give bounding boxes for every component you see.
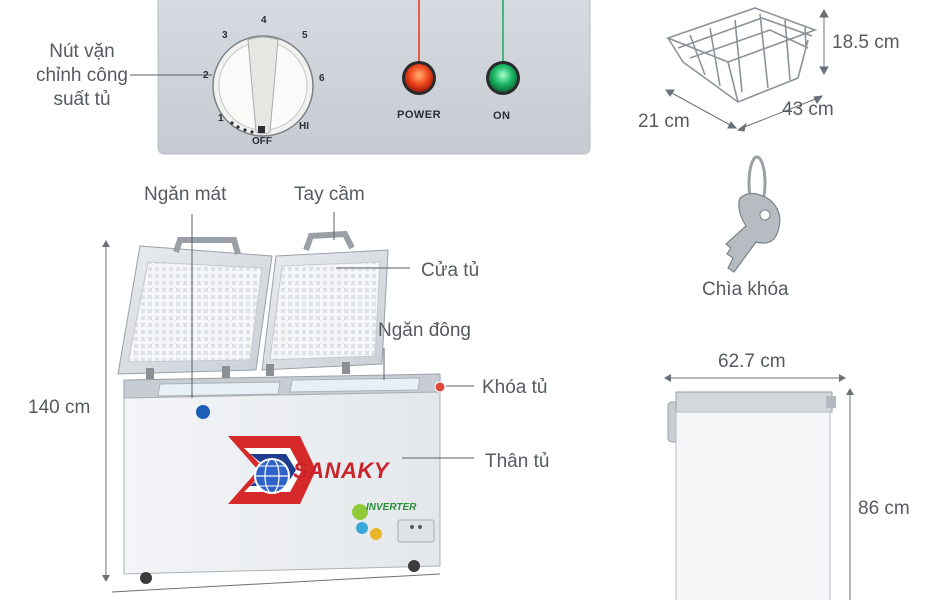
dial-number-1: 1 — [218, 113, 224, 124]
key-icon — [725, 155, 781, 273]
basket-depth-label: 21 cm — [638, 111, 690, 132]
dial-off-label: OFF — [252, 136, 272, 147]
basket-dimension-lines — [665, 8, 829, 132]
basket-height-label: 18.5 cm — [832, 32, 900, 53]
side-view-freezer — [664, 374, 854, 600]
handle-label: Tay cầm — [294, 184, 365, 205]
brand-logo-text: SANAKY — [293, 458, 389, 483]
dial-label: Nút vặn chỉnh công suất tủ — [36, 41, 128, 110]
dial-number-6: 6 — [319, 73, 325, 84]
control-panel — [130, 0, 591, 155]
on-light — [489, 64, 517, 92]
dial-hi-label: HI — [299, 121, 309, 132]
chest-freezer — [102, 212, 474, 593]
door-label: Cửa tủ — [421, 260, 480, 281]
dial-number-5: 5 — [302, 30, 308, 41]
cool-compartment-label: Ngăn mát — [144, 184, 227, 205]
inverter-badge: INVERTER — [366, 502, 417, 513]
dial-number-3: 3 — [222, 30, 228, 41]
body-label: Thân tủ — [485, 451, 550, 472]
lock-label: Khóa tủ — [482, 377, 548, 398]
freezer-height-label: 140 cm — [28, 397, 91, 418]
dial-number-2: 2 — [203, 70, 209, 81]
side-height-label: 86 cm — [858, 498, 910, 519]
key-label: Chìa khóa — [702, 279, 789, 300]
on-label: ON — [493, 110, 511, 122]
wire-basket — [665, 7, 818, 103]
side-depth-label: 62.7 cm — [718, 351, 786, 372]
freeze-compartment-label: Ngăn đông — [378, 320, 471, 341]
power-light — [405, 64, 433, 92]
dial-number-4: 4 — [261, 15, 267, 26]
basket-width-label: 43 cm — [782, 99, 834, 120]
power-label: POWER — [397, 109, 442, 121]
